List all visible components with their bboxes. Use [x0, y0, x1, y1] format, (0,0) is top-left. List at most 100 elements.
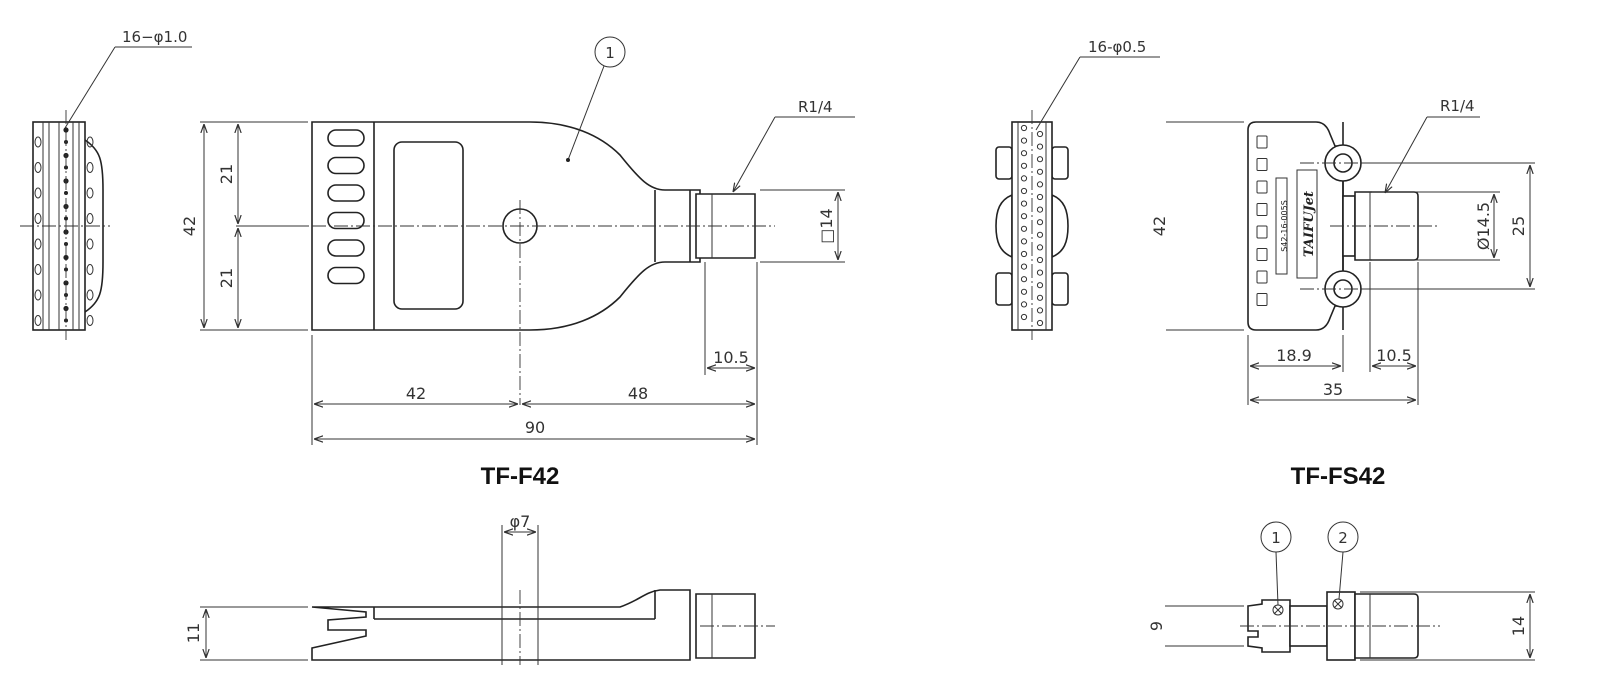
nozzle-hole	[1020, 250, 1028, 258]
nozzle-hole	[34, 187, 42, 199]
svg-text:2: 2	[1338, 529, 1348, 547]
nozzle-hole	[34, 289, 42, 301]
svg-text:42: 42	[1150, 216, 1169, 236]
nozzle-hole	[86, 289, 94, 301]
nozzle-hole	[1020, 175, 1028, 182]
nozzle-hole	[1036, 294, 1044, 301]
nozzle-hole	[1020, 301, 1028, 308]
nozzle-hole	[1036, 231, 1044, 238]
nozzle-hole	[1020, 276, 1028, 283]
svg-text:Ø14.5: Ø14.5	[1474, 202, 1493, 250]
dims-tf-fs42-side: 9 14	[1147, 591, 1535, 661]
nozzle-hole	[34, 162, 42, 173]
slot-opening	[327, 129, 365, 147]
svg-text:25: 25	[1509, 216, 1528, 236]
nozzle-hole	[63, 254, 69, 261]
svg-text:42: 42	[180, 216, 199, 236]
slot-opening	[327, 239, 365, 257]
nozzle-hole	[1036, 256, 1044, 264]
hole-callout-text: 16−φ1.0	[122, 28, 187, 46]
nozzle-hole	[1020, 150, 1028, 157]
nozzle-hole	[1036, 156, 1044, 163]
nozzle-hole	[34, 238, 42, 250]
svg-text:90: 90	[525, 418, 545, 437]
nozzle-hole	[1036, 130, 1044, 138]
title-tf-f42: TF-F42	[481, 463, 560, 490]
nozzle-hole	[1036, 181, 1044, 188]
nozzle-hole	[1036, 269, 1044, 276]
svg-text:9: 9	[1147, 621, 1166, 631]
slot-opening	[1256, 293, 1268, 306]
nozzle-hole	[1020, 288, 1028, 295]
hole-callout-right: 16-φ0.5	[1035, 38, 1160, 131]
thread-callout-right: R1/4	[1385, 97, 1480, 193]
hole-callout-text-right: 16-φ0.5	[1088, 38, 1146, 56]
slot-opening	[1256, 158, 1268, 171]
nozzle-hole	[1020, 124, 1028, 132]
tf-fs42-end-view	[995, 110, 1069, 340]
nozzle-hole	[1036, 319, 1044, 327]
svg-text:48: 48	[628, 384, 648, 403]
svg-text:21: 21	[217, 164, 236, 184]
slot-opening	[1256, 248, 1268, 261]
nozzle-hole	[1020, 225, 1028, 232]
slot-opening	[1256, 225, 1268, 239]
svg-text:R1/4: R1/4	[798, 98, 833, 116]
hole-callout-left: 16−φ1.0	[64, 28, 192, 129]
slot-opening	[327, 266, 365, 285]
tf-fs42-side-view	[1240, 591, 1440, 661]
nozzle-hole	[86, 136, 94, 148]
nozzle-hole	[34, 264, 42, 275]
svg-text:42: 42	[406, 384, 426, 403]
nozzle-hole	[1020, 313, 1028, 321]
brand-logo: TAIFUJet	[1302, 191, 1317, 257]
tf-f42-end-view	[20, 110, 110, 340]
slot-opening	[1256, 180, 1268, 194]
nozzle-hole	[1020, 213, 1028, 220]
part-balloon-fs-2: 2	[1327, 521, 1359, 600]
nozzle-hole	[1020, 162, 1028, 169]
tf-f42-side-view	[311, 589, 775, 665]
svg-text:1: 1	[605, 44, 615, 62]
nozzle-hole	[1020, 200, 1028, 207]
svg-text:18.9: 18.9	[1276, 346, 1312, 365]
part-balloon-fs-1: 1	[1260, 521, 1292, 606]
title-tf-fs42: TF-FS42	[1291, 463, 1386, 490]
nozzle-hole	[1020, 187, 1028, 195]
nozzle-hole	[1036, 282, 1044, 289]
nozzle-hole	[34, 315, 42, 326]
nozzle-hole	[1020, 263, 1028, 270]
slot-opening	[327, 211, 365, 230]
nozzle-hole	[1036, 206, 1044, 213]
tf-fs42-top-view: S42-16-005S TAIFUJet	[1247, 121, 1440, 331]
nozzle-hole	[86, 315, 94, 326]
nozzle-hole	[1036, 307, 1044, 314]
nozzle-hole	[1036, 168, 1044, 175]
nozzle-hole	[64, 216, 68, 221]
svg-text:10.5: 10.5	[1376, 346, 1412, 365]
dims-tf-f42-side: φ7 11	[184, 512, 539, 665]
nozzle-hole	[1036, 219, 1044, 226]
nozzle-hole	[86, 187, 94, 199]
nozzle-hole	[86, 162, 94, 173]
slot-opening	[327, 156, 365, 175]
slot-opening	[1256, 270, 1268, 284]
body-marking: S42-16-005S	[1280, 200, 1289, 252]
dims-tf-f42: 42 21 21 □14 10.5 42 48 90	[180, 121, 845, 445]
nozzle-hole	[34, 136, 42, 148]
nozzle-hole	[34, 213, 42, 224]
svg-text:1: 1	[1271, 529, 1281, 547]
nozzle-hole	[1020, 238, 1028, 245]
svg-text:φ7: φ7	[510, 512, 531, 531]
dims-tf-fs42: 42 Ø14.5 25 18.9 10.5 35	[1150, 121, 1535, 405]
nozzle-hole	[63, 127, 69, 133]
svg-text:□14: □14	[817, 208, 836, 243]
nozzle-hole	[1036, 193, 1044, 201]
nozzle-hole	[1036, 244, 1044, 251]
svg-text:10.5: 10.5	[713, 348, 749, 367]
svg-text:11: 11	[184, 623, 203, 643]
nozzle-hole	[86, 238, 94, 250]
thread-callout-left: R1/4	[733, 98, 855, 192]
svg-text:35: 35	[1323, 380, 1343, 399]
